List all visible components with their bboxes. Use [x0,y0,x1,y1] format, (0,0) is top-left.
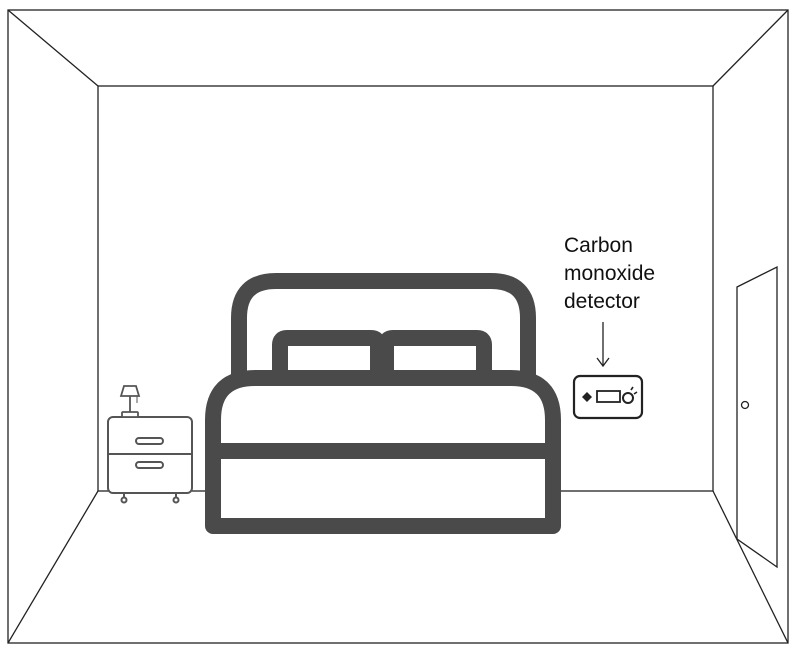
drawer-handle-bottom [135,461,164,469]
lamp-shade [119,385,141,397]
detector-diamond-indicator [582,392,592,402]
drawer-handle-top [135,437,164,445]
detector-icon [572,374,644,420]
lamp-icon [119,385,141,418]
corner-line-top-left [7,9,99,87]
corner-line-top-right [712,9,789,87]
label-line-2: monoxide [564,262,656,285]
outer-frame [7,9,789,644]
bed-front-fill [221,459,545,518]
bed-fill-wall-cover [221,459,545,518]
door-knob [740,400,750,410]
corner-line-bottom-right [712,490,789,644]
bed-icon [205,273,561,534]
bed-pillow-left [272,330,386,386]
arrow-down-icon [596,322,610,368]
label-line-1: Carbon [564,234,633,257]
nightstand-foot-left [120,496,128,504]
door-icon [736,265,778,569]
door-panel [736,265,778,569]
nightstand-icon [107,416,193,504]
bed-frame [205,370,561,534]
detector-button-tick-1 [630,386,634,391]
bed-pillow-right [378,330,492,386]
detector-display [596,390,621,403]
label-line-3: detector [564,290,640,313]
bed-headboard [231,273,536,378]
nightstand-foot-right [172,496,180,504]
lamp-base [121,411,139,418]
detector-button-tick-2 [633,391,638,395]
room-outline [7,9,789,644]
arrow-head [596,357,610,368]
corner-line-bottom-left [7,490,99,644]
detector-button [622,392,634,404]
